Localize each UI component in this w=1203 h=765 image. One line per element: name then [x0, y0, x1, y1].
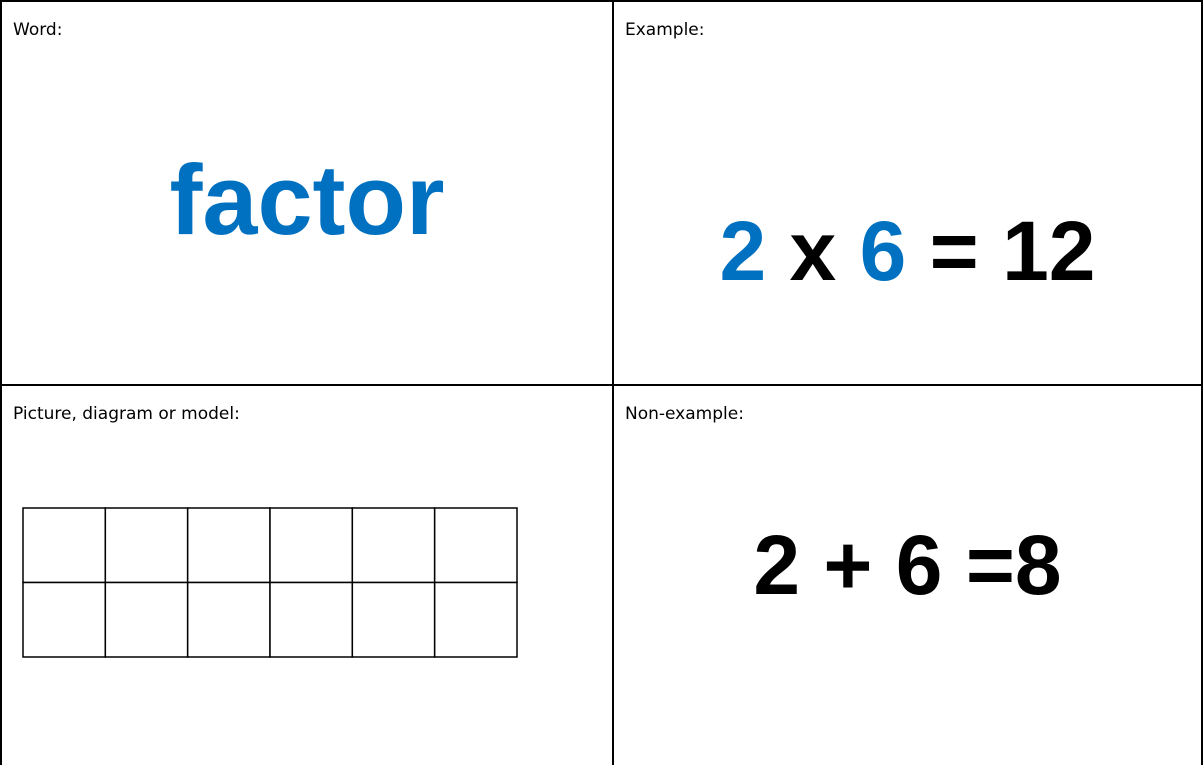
array-model	[22, 507, 518, 658]
example-factor-b: 6	[859, 204, 907, 298]
example-times-sign: x	[789, 204, 837, 298]
example-quadrant: Example: 2 x 6 = 12	[614, 2, 1201, 384]
horizontal-divider	[0, 384, 1203, 386]
example-product: 12	[1002, 204, 1096, 298]
array-cell	[351, 507, 436, 584]
example-equation: 2 x 6 = 12	[614, 209, 1201, 293]
right-border	[1201, 0, 1203, 765]
nonexample-label: Non-example:	[625, 404, 744, 424]
array-cell	[351, 581, 436, 658]
array-cell	[433, 507, 518, 584]
array-cell	[22, 507, 107, 584]
nonexample-equation: 2 + 6 =8	[753, 518, 1062, 612]
nonexample-quadrant: Non-example: 2 + 6 =8	[614, 386, 1201, 765]
array-cell	[22, 581, 107, 658]
example-label: Example:	[625, 20, 705, 40]
array-cell	[186, 507, 271, 584]
vocabulary-word: factor	[169, 144, 445, 255]
array-cell	[104, 581, 189, 658]
top-border	[0, 0, 1203, 2]
vertical-divider	[612, 0, 614, 765]
array-cell	[433, 581, 518, 658]
word-label: Word:	[13, 20, 63, 40]
example-equals-sign: =	[929, 204, 979, 298]
array-cell	[104, 507, 189, 584]
example-factor-a: 2	[719, 204, 767, 298]
array-cell	[269, 507, 354, 584]
picture-quadrant: Picture, diagram or model:	[2, 386, 612, 765]
array-cell	[186, 581, 271, 658]
word-quadrant: Word: factor	[2, 2, 612, 384]
array-cell	[269, 581, 354, 658]
left-border	[0, 0, 2, 765]
picture-label: Picture, diagram or model:	[13, 404, 240, 424]
